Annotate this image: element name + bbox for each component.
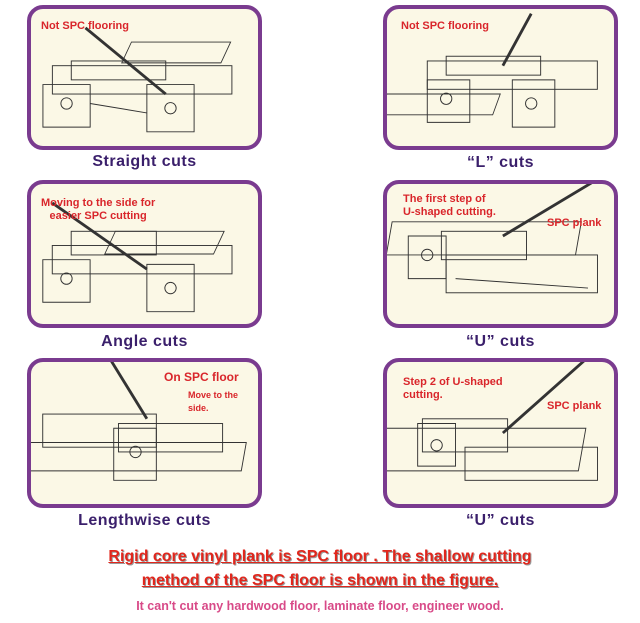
panel-note: On SPC floor: [164, 370, 239, 384]
panel-straight-cuts: Not SPC flooring: [27, 5, 262, 150]
panel-lengthwise-cuts: On SPC floor Move to the side.: [27, 358, 262, 508]
cutter-illustration: [31, 362, 247, 481]
panel-u-cuts-step2: Step 2 of U-shaped cutting. SPC plank: [383, 358, 618, 508]
spc-plank-label: SPC plank: [547, 217, 602, 229]
move-to-side-label: Move to the side.: [188, 390, 239, 413]
footer-line-1: Rigid core vinyl plank is SPC floor . Th…: [108, 548, 532, 565]
cutter-illustration: [42, 201, 233, 313]
caption-straight-cuts: Straight cuts: [92, 153, 197, 170]
panel-note: Not SPC flooring: [41, 20, 129, 32]
cutter-illustration: [387, 362, 599, 481]
caption-lengthwise-cuts: Lengthwise cuts: [78, 512, 211, 529]
panel-note: The first step of U-shaped cutting.: [403, 193, 496, 218]
caption-u-cuts-2: “U” cuts: [466, 512, 535, 529]
panel-note: Moving to the side for easier SPC cuttin…: [41, 197, 156, 222]
caption-l-cuts: “L” cuts: [466, 154, 535, 171]
panel-note: Step 2 of U-shaped cutting.: [403, 376, 503, 401]
footer-warning: It can't cut any hardwood floor, laminat…: [136, 599, 504, 613]
panel-u-cuts-step1: The first step of U-shaped cutting. SPC …: [383, 180, 618, 328]
panel-l-cuts: Not SPC flooring: [383, 5, 618, 150]
panel-angle-cuts: Moving to the side for easier SPC cuttin…: [27, 180, 262, 328]
cutter-illustration: [387, 13, 598, 128]
spc-plank-label: SPC plank: [547, 400, 602, 412]
caption-angle-cuts: Angle cuts: [101, 333, 188, 350]
panel-note: Not SPC flooring: [401, 20, 489, 32]
caption-u-cuts-1: “U” cuts: [466, 333, 535, 350]
cutter-illustration: [387, 184, 598, 294]
footer-line-2: method of the SPC floor is shown in the …: [141, 572, 499, 589]
cutter-illustration: [42, 26, 233, 133]
